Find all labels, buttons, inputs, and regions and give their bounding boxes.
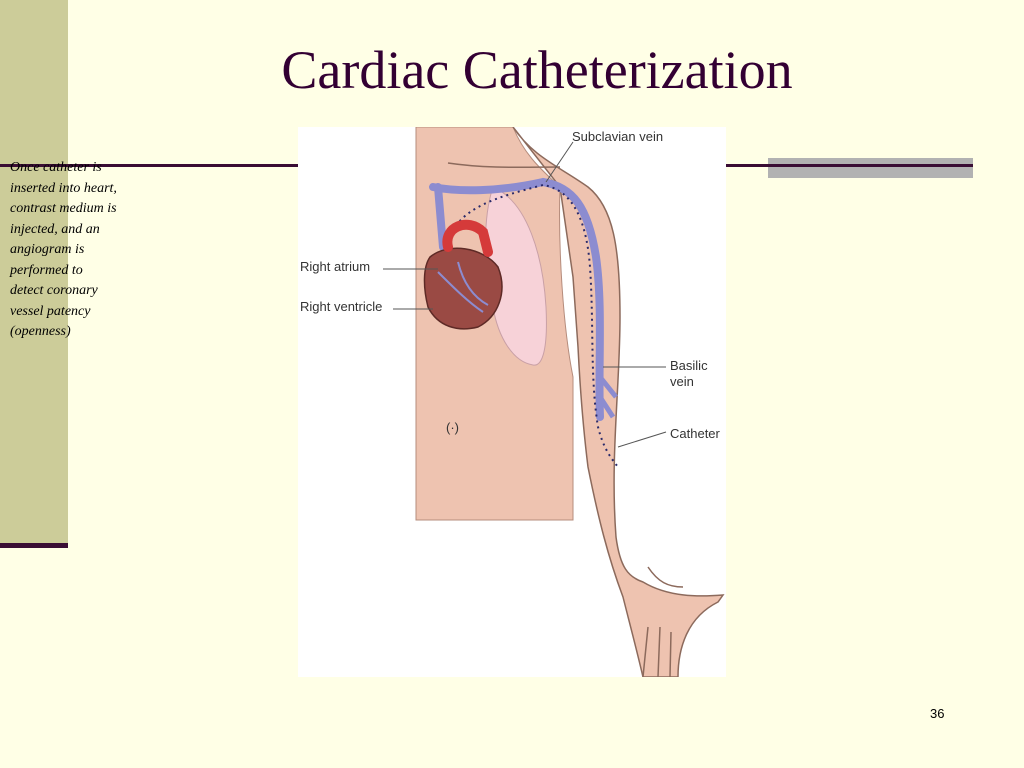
palm-line <box>647 566 684 588</box>
coronary-vessels <box>437 261 489 313</box>
vena-cava <box>434 183 447 251</box>
label-catheter: Catheter <box>670 426 721 441</box>
left-accent-bar <box>0 0 68 545</box>
slide-number: 36 <box>930 706 945 721</box>
left-bar-rule <box>0 543 68 548</box>
hand-lines <box>642 626 672 677</box>
catheterization-illustration: (·) Subclavian vein Right atrium Right v… <box>298 127 726 677</box>
anatomy-svg: (·) Subclavian vein Right atrium Right v… <box>300 127 725 677</box>
decorative-gray-band <box>768 158 973 178</box>
catheter-path <box>447 183 619 468</box>
label-right-ventricle: Right ventricle <box>300 299 382 314</box>
label-basilic-vein-line1: Basilic <box>670 358 708 373</box>
title-rule-left <box>0 164 300 167</box>
subclavian-basilic-vein <box>429 177 604 421</box>
vein-branches <box>597 375 618 419</box>
label-basilic-vein-line2: vein <box>670 374 694 389</box>
arm-shape <box>512 127 725 677</box>
slide-title: Cardiac Catheterization <box>281 40 793 100</box>
aorta <box>442 219 493 257</box>
label-subclavian-vein: Subclavian vein <box>572 129 663 144</box>
label-right-atrium: Right atrium <box>300 259 370 274</box>
shoulder-line <box>447 162 561 169</box>
subclavian-leader <box>545 141 574 183</box>
slide-caption: Once catheter is inserted into heart, co… <box>10 160 117 339</box>
navel-mark: (·) <box>446 420 459 435</box>
heart-shape <box>423 247 503 330</box>
catheter-leader <box>617 431 667 448</box>
